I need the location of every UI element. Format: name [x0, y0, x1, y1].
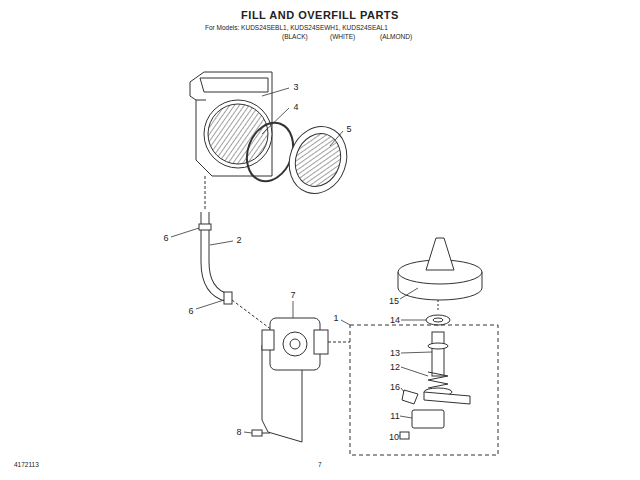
callout-number: 12: [390, 363, 400, 372]
callout-number: 13: [390, 349, 400, 358]
callout-number: 7: [290, 291, 295, 300]
leader-lines: [171, 88, 432, 436]
callout-number: 2: [236, 236, 241, 245]
callout-number: 1: [333, 314, 338, 323]
callout-number: 3: [293, 83, 298, 92]
callout-number: 10: [389, 433, 399, 442]
note-text: (WHITE): [330, 34, 355, 41]
callout-number: 16: [390, 383, 400, 392]
callout-number: 6: [188, 307, 193, 316]
callout-number: 8: [236, 428, 241, 437]
note-text: (BLACK): [282, 34, 308, 41]
note-text: 4172113: [14, 462, 39, 469]
callout-number: 14: [390, 316, 400, 325]
callout-number: 4: [293, 103, 298, 112]
callout-number: 15: [389, 297, 399, 306]
note-text: For Models: KUDS24SEBL1, KUDS24SEWH1, KU…: [205, 25, 388, 32]
page-title: FILL AND OVERFILL PARTS: [241, 10, 399, 21]
callout-number: 5: [346, 125, 351, 134]
note-text: (ALMOND): [380, 34, 412, 41]
note-text: 7: [318, 462, 322, 469]
callout-number: 11: [390, 412, 399, 421]
callout-number: 6: [163, 234, 168, 243]
